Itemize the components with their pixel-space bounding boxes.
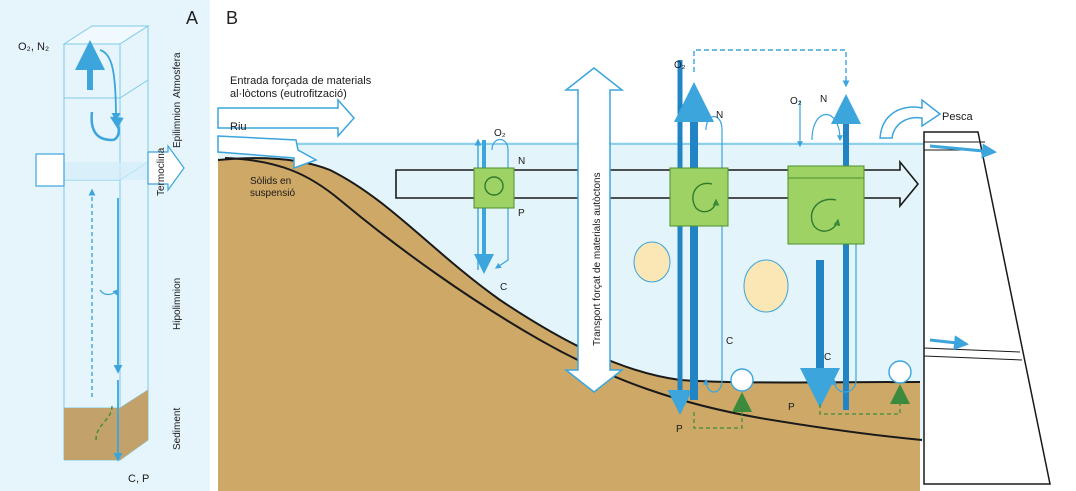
station2-p: P (676, 424, 683, 435)
station-1: O₂ N P C (473, 128, 525, 293)
river-inflow-arrow (217, 135, 318, 170)
station2-o2: O₂ (674, 60, 686, 71)
solids-label-line1: Sòlids en (250, 176, 291, 187)
station-2: O₂ N C P (633, 60, 754, 435)
fishing-arrow (879, 98, 942, 139)
sediment-bubble-2 (730, 368, 754, 392)
gases-label: O₂, N₂ (18, 41, 49, 53)
surface-outflow-arrow (929, 143, 997, 159)
panel-a-letter: A (186, 8, 198, 28)
panel-a-flux-arrows (75, 40, 124, 462)
vertical-transport-arrow (563, 67, 625, 393)
bottom-elements-label: C, P (128, 473, 149, 485)
river-label: Riu (230, 121, 247, 133)
sediment-bubble-3 (888, 360, 912, 384)
station2-n: N (716, 110, 723, 121)
dam (923, 131, 1051, 485)
thermocline-plane (64, 162, 148, 180)
bedrock-line (224, 157, 923, 441)
inflow-label-line2: al·lòctons (eutrofització) (230, 88, 347, 100)
sediment-block-a (64, 390, 148, 460)
station1-p: P (518, 208, 525, 219)
atmosphere-label: Atmosfera (172, 52, 183, 98)
station3-o2: O₂ (790, 96, 802, 107)
allochthonous-inflow-arrow (217, 98, 356, 138)
station3-n: N (820, 94, 827, 105)
inflow-label-line1: Entrada forçada de materials (230, 75, 372, 87)
fishing-label: Pesca (942, 111, 973, 123)
productive-box-2 (669, 167, 729, 227)
station1-o2: O₂ (494, 128, 506, 139)
organism-cell-3 (743, 259, 789, 313)
thermocline-label: Termoclina (156, 147, 167, 196)
station-3: O₂ N C P (743, 94, 912, 415)
dam-outlet-lower (923, 347, 1021, 353)
panel-b-letter: B (226, 8, 238, 28)
epilimnion-label: Epilimnion (172, 102, 183, 148)
station2-c: C (726, 336, 733, 347)
productive-box-1 (473, 167, 515, 209)
hypolimnion-label: Hipolimnion (172, 278, 183, 330)
station3-p: P (788, 402, 795, 413)
station1-c: C (500, 282, 507, 293)
vertical-transport-label: Transport forçat de materials autòctons (592, 172, 603, 346)
panel-a: A O₂, N₂ Atm (0, 0, 210, 491)
lake-bed-surface (217, 157, 921, 384)
sediment-label: Sediment (172, 408, 183, 450)
organism-cell-2 (633, 241, 671, 283)
oxygen-recycle-loop (693, 49, 850, 88)
deep-outflow-arrow (929, 335, 969, 351)
panel-b: B Pesca Entrada forçada de materials al·… (217, 0, 1076, 491)
thermocline-arrow (147, 144, 185, 192)
thermocline-flag (35, 153, 65, 187)
station1-n: N (518, 156, 525, 167)
dam-outlet-lower-b (923, 355, 1023, 361)
station3-c: C (824, 352, 831, 363)
solids-label-line2: suspensió (250, 188, 295, 199)
